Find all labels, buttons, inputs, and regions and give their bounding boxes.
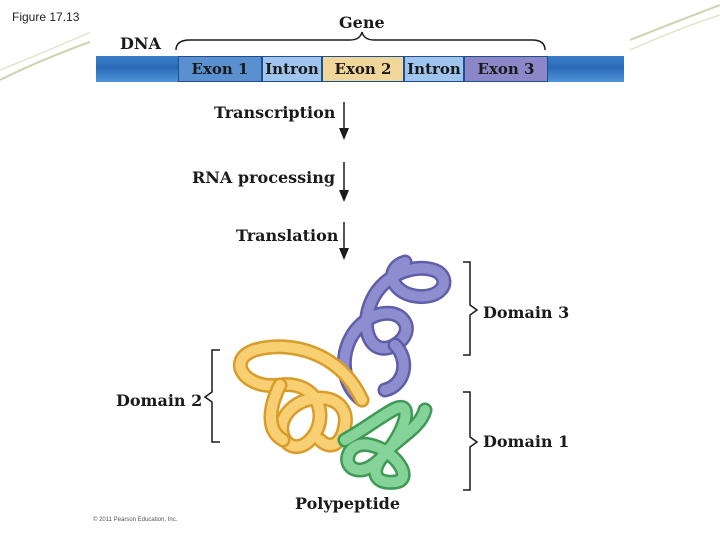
polypeptide-label: Polypeptide — [295, 494, 401, 513]
intron-2: Intron — [404, 56, 464, 82]
domain-2-ribbon — [232, 339, 370, 454]
step-translation: Translation — [236, 226, 339, 245]
domain-1-ribbon — [337, 399, 433, 490]
step-transcription: Transcription — [214, 103, 336, 122]
domain-1-label: Domain 1 — [483, 432, 570, 451]
domain-3-ribbon — [336, 254, 452, 408]
arrow-down-icon — [339, 162, 349, 202]
copyright-text: © 2011 Pearson Education, Inc. — [93, 517, 178, 523]
domain-1-bracket — [463, 391, 479, 491]
arrow-down-icon — [339, 102, 349, 140]
gene-label: Gene — [339, 13, 385, 32]
domain-2-bracket — [203, 349, 220, 443]
dna-label: DNA — [120, 34, 161, 53]
exon-3: Exon 3 — [464, 56, 548, 82]
domain-3-bracket — [463, 261, 479, 356]
exon-2: Exon 2 — [322, 56, 404, 82]
exon-1: Exon 1 — [178, 56, 262, 82]
arrow-down-icon — [339, 222, 349, 260]
intron-1: Intron — [262, 56, 322, 82]
domain-3-label: Domain 3 — [483, 303, 570, 322]
figure-label: Figure 17.13 — [12, 10, 80, 24]
step-rna-processing: RNA processing — [192, 168, 336, 187]
domain-2-label: Domain 2 — [116, 391, 203, 410]
